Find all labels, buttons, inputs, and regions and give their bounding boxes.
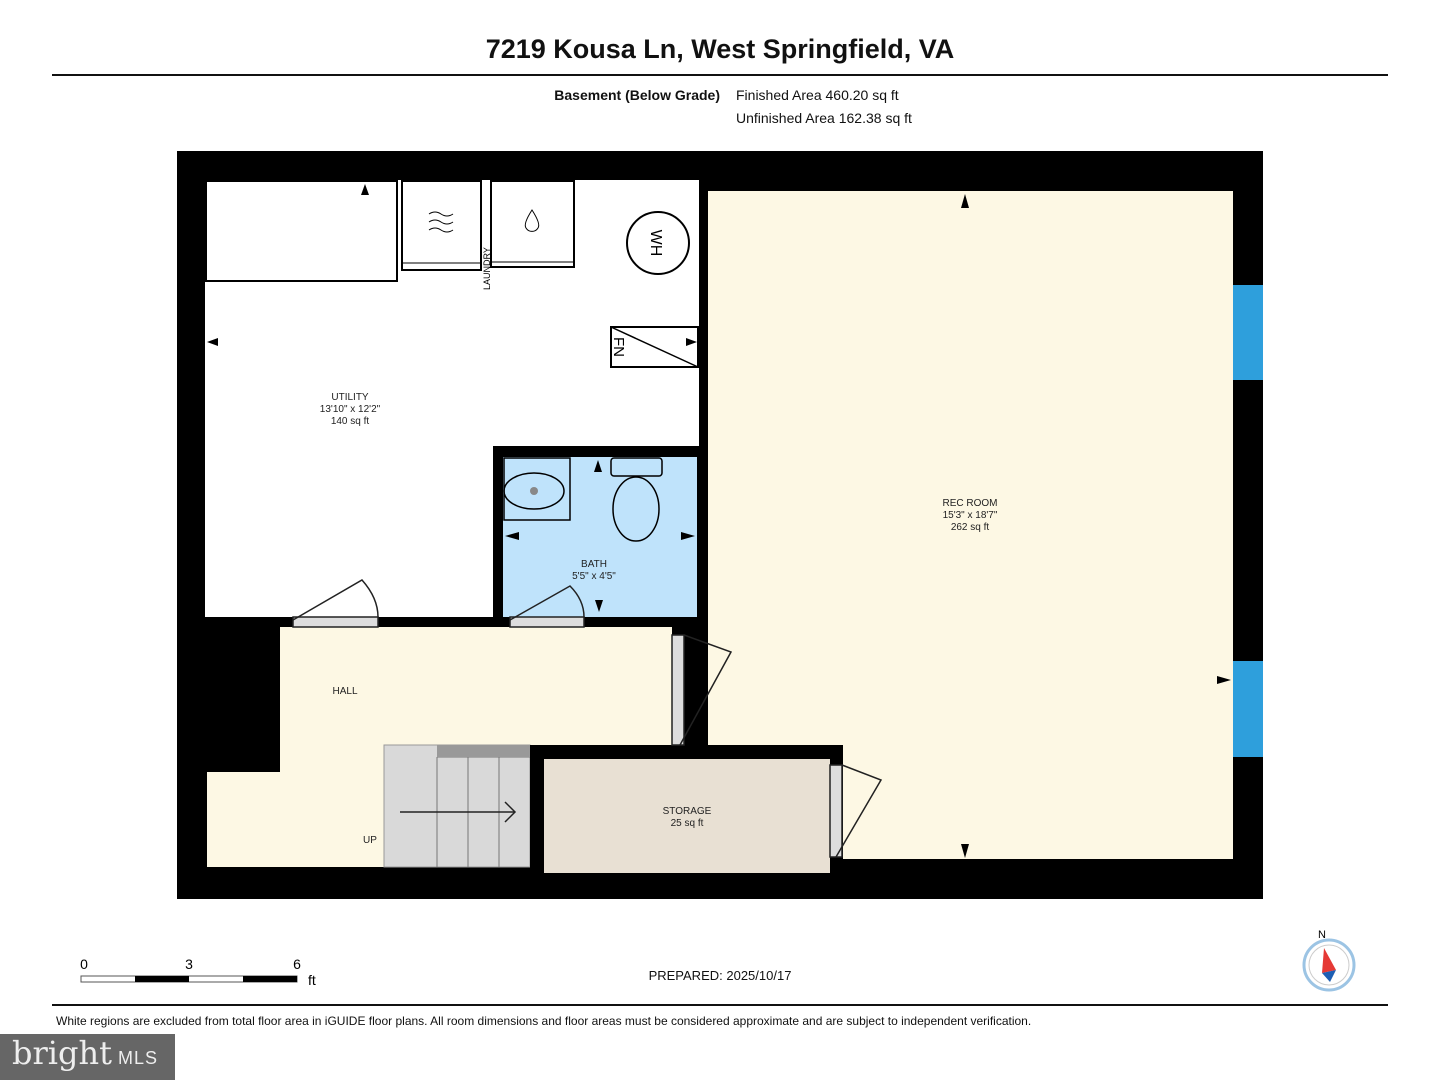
scale-tick: 6: [293, 956, 301, 972]
toilet-icon: [612, 476, 660, 542]
unfinished-area: Unfinished Area 162.38 sq ft: [736, 110, 912, 126]
compass-north: N: [1318, 929, 1326, 941]
door-swing: [509, 585, 585, 621]
window: [1233, 285, 1263, 380]
furnace-diagonal: [610, 326, 699, 368]
level-label: Basement (Below Grade): [554, 87, 720, 103]
rec-name: REC ROOM: [943, 498, 998, 509]
water-heater: [626, 211, 690, 275]
watermark-brand: bright: [12, 1034, 112, 1072]
scale-tick: 0: [80, 956, 88, 972]
bright-mls-watermark: bright MLS: [0, 1034, 175, 1080]
door-utility[interactable]: [292, 616, 379, 628]
dimension-arrows: [207, 184, 1231, 858]
bath-room: [503, 457, 697, 617]
rec-room-lower: [843, 759, 1233, 859]
footer-divider: [52, 1004, 1388, 1006]
fn-label: FN: [610, 337, 627, 357]
scale-bar: 0 3 6 ft: [80, 956, 316, 988]
water-drop-icon: [524, 209, 540, 232]
washer: [401, 180, 482, 271]
compass-icon: N: [1302, 929, 1356, 992]
stairs: [383, 744, 531, 868]
stair-landing: [437, 745, 530, 757]
wh-label: WH: [647, 230, 664, 257]
watermark-suffix: MLS: [118, 1048, 159, 1068]
prepared-date: PREPARED: 2025/10/17: [648, 968, 792, 983]
door-rec[interactable]: [671, 634, 685, 746]
utility-area: 140 sq ft: [331, 416, 370, 427]
bath-dims: 5'5" x 4'5": [572, 571, 616, 582]
dryer: [490, 180, 575, 268]
disclaimer: White regions are excluded from total fl…: [56, 1014, 1032, 1028]
storage-name: STORAGE: [663, 806, 712, 817]
bath-name: BATH: [581, 559, 607, 570]
rec-dims: 15'3" x 18'7": [943, 510, 998, 521]
door-storage[interactable]: [829, 764, 843, 858]
title-divider: [52, 74, 1388, 76]
hall-name: HALL: [332, 686, 357, 697]
door-swing: [679, 634, 733, 746]
door-bath[interactable]: [509, 616, 585, 628]
storage-area: 25 sq ft: [671, 818, 704, 829]
stairs-label: UP: [363, 835, 377, 846]
washer-wave-icon: [428, 211, 454, 233]
scale-tick: 3: [185, 956, 193, 972]
laundry-label: LAUNDRY: [482, 247, 492, 290]
storage-room: [544, 759, 830, 873]
door-swing: [292, 579, 379, 621]
stair-arrow-head: [504, 801, 517, 823]
utility-dims: 13'10" x 12'2": [320, 404, 381, 415]
window: [1233, 661, 1263, 757]
finished-area: Finished Area 460.20 sq ft: [736, 87, 899, 103]
page-title: 7219 Kousa Ln, West Springfield, VA: [485, 34, 955, 64]
utility-name: UTILITY: [331, 392, 369, 403]
cabinet: [205, 180, 398, 282]
hall-lower: [207, 772, 384, 867]
door-swing: [835, 764, 883, 858]
sink-icon: [503, 472, 565, 510]
drain: [530, 487, 538, 495]
toilet-tank: [610, 457, 663, 477]
scale-unit: ft: [308, 972, 316, 988]
rec-area: 262 sq ft: [951, 522, 990, 533]
